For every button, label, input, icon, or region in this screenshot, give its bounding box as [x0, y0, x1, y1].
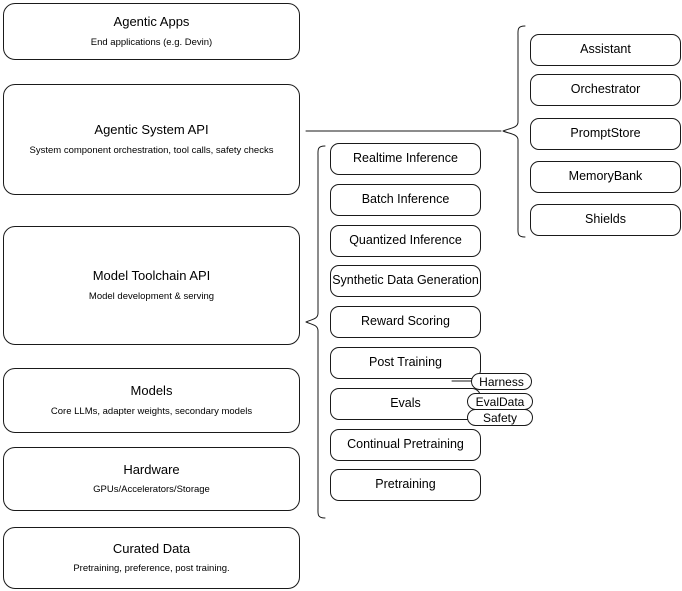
pill-label: Safety [482, 410, 518, 425]
chip-label: Post Training [369, 355, 442, 370]
layer-title: Hardware [123, 461, 180, 477]
toolchain-chip-evals[interactable]: Evals [330, 388, 481, 420]
layer-title: Model Toolchain API [92, 268, 211, 284]
evals-tag-safety[interactable]: Safety [467, 409, 533, 426]
chip-label: Assistant [580, 42, 631, 57]
toolchain-chip-realtime-inference[interactable]: Realtime Inference [330, 143, 481, 175]
pill-label: Harness [479, 374, 524, 389]
toolchain-chip-synthetic-data-generation[interactable]: Synthetic Data Generation [330, 265, 481, 297]
layer-subtitle: End applications (e.g. Devin) [90, 36, 213, 48]
system-components-brace [502, 25, 526, 238]
system-chip-shields[interactable]: Shields [530, 204, 681, 236]
layer-title: Curated Data [112, 540, 191, 556]
layer-card-hardware[interactable]: Hardware GPUs/Accelerators/Storage [3, 447, 300, 511]
pill-label: EvalData [475, 394, 525, 409]
system-chip-promptstore[interactable]: PromptStore [530, 118, 681, 150]
toolchain-chip-pretraining[interactable]: Pretraining [330, 469, 481, 501]
chip-label: Realtime Inference [353, 151, 458, 166]
evals-tag-harness[interactable]: Harness [471, 373, 532, 390]
layer-subtitle: System component orchestration, tool cal… [29, 144, 274, 156]
layer-title: Agentic Apps [113, 14, 190, 30]
evals-tag-evaldata[interactable]: EvalData [467, 393, 533, 410]
chip-label: Orchestrator [570, 82, 641, 97]
chip-label: Reward Scoring [361, 314, 450, 329]
layer-title: Models [130, 383, 173, 399]
system-chip-assistant[interactable]: Assistant [530, 34, 681, 66]
toolchain-chip-reward-scoring[interactable]: Reward Scoring [330, 306, 481, 338]
layer-card-model-toolchain-api[interactable]: Model Toolchain API Model development & … [3, 226, 300, 345]
toolchain-components-brace [305, 145, 326, 519]
toolchain-chip-quantized-inference[interactable]: Quantized Inference [330, 225, 481, 257]
chip-label: PromptStore [570, 126, 641, 141]
chip-label: Shields [585, 212, 626, 227]
layer-card-curated-data[interactable]: Curated Data Pretraining, preference, po… [3, 527, 300, 589]
toolchain-chip-continual-pretraining[interactable]: Continual Pretraining [330, 429, 481, 461]
layer-subtitle: Model development & serving [88, 290, 215, 302]
chip-label: Synthetic Data Generation [332, 273, 479, 288]
layer-title: Agentic System API [94, 122, 209, 138]
chip-label: MemoryBank [568, 169, 643, 184]
chip-label: Batch Inference [361, 192, 450, 207]
chip-label: Pretraining [375, 477, 436, 492]
toolchain-chip-post-training[interactable]: Post Training [330, 347, 481, 379]
layer-card-agentic-system-api[interactable]: Agentic System API System component orch… [3, 84, 300, 195]
layer-card-agentic-apps[interactable]: Agentic Apps End applications (e.g. Devi… [3, 3, 300, 60]
layer-card-models[interactable]: Models Core LLMs, adapter weights, secon… [3, 368, 300, 433]
toolchain-chip-batch-inference[interactable]: Batch Inference [330, 184, 481, 216]
layer-subtitle: Core LLMs, adapter weights, secondary mo… [50, 405, 253, 417]
system-chip-orchestrator[interactable]: Orchestrator [530, 74, 681, 106]
layer-subtitle: Pretraining, preference, post training. [73, 563, 230, 575]
chip-label: Quantized Inference [349, 233, 462, 248]
system-chip-memorybank[interactable]: MemoryBank [530, 161, 681, 193]
chip-label: Evals [390, 396, 421, 411]
chip-label: Continual Pretraining [347, 437, 464, 452]
layer-subtitle: GPUs/Accelerators/Storage [93, 484, 210, 496]
